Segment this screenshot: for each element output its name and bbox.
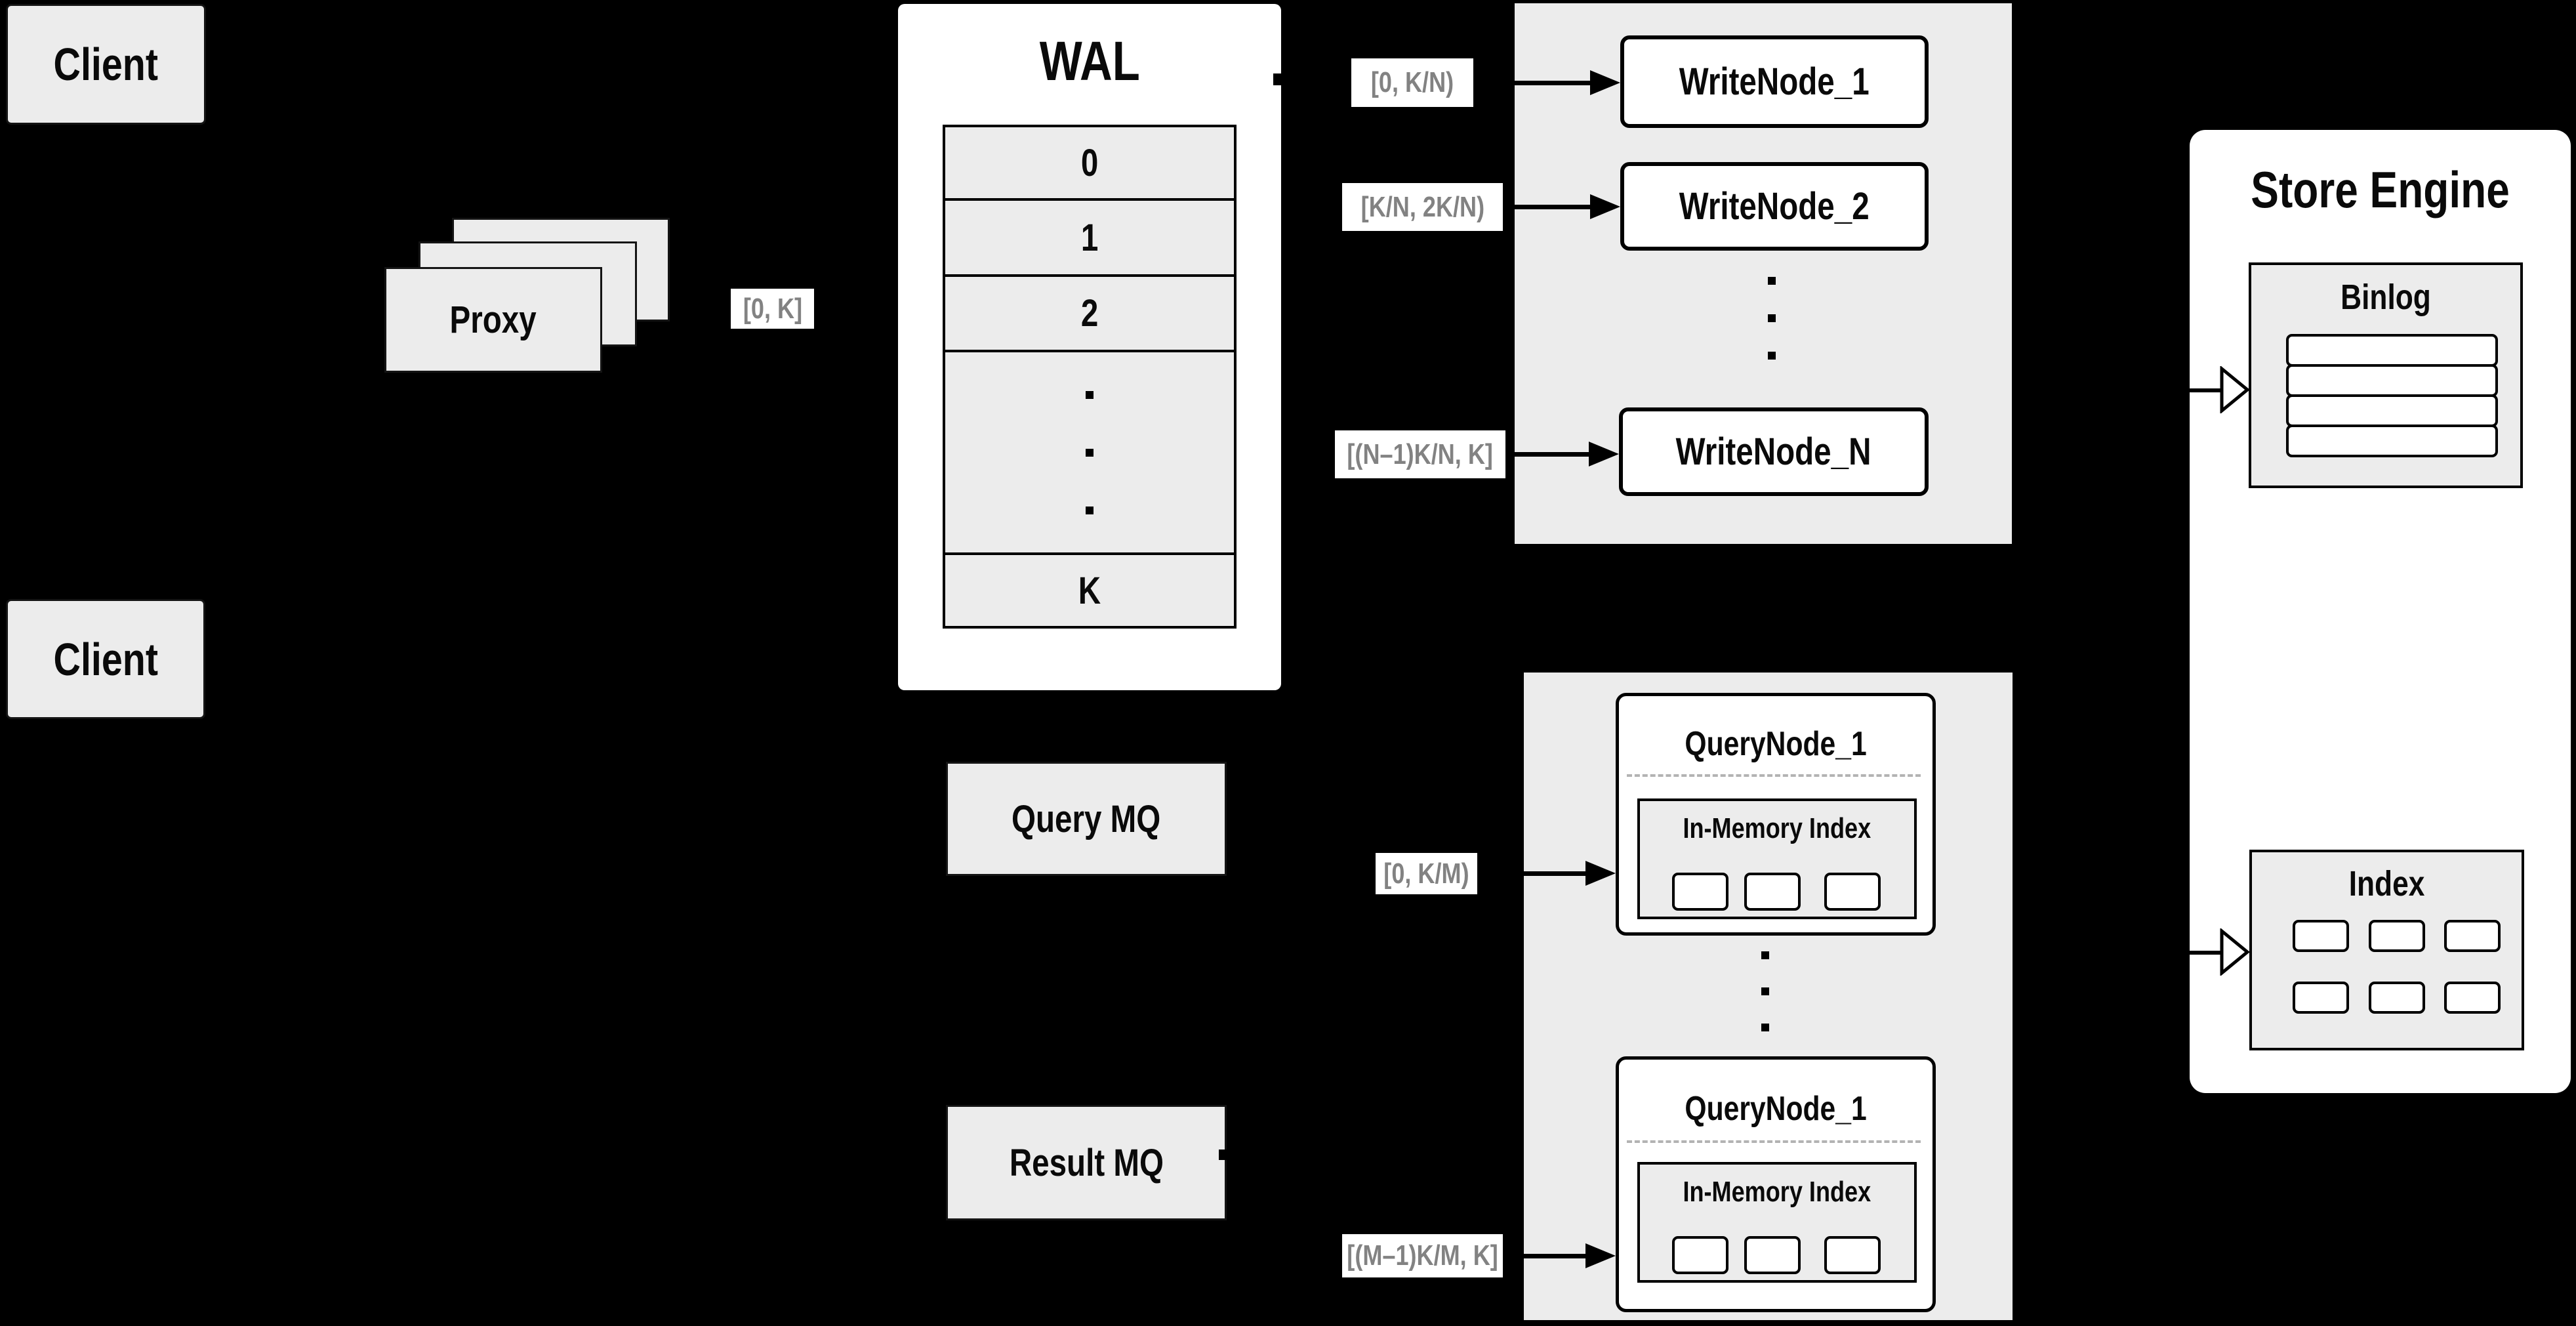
index-box: Index [2249, 850, 2524, 1050]
ellipsis-dot [1086, 449, 1094, 457]
ellipsis-dot [1761, 951, 1769, 959]
index-segment-box [1744, 873, 1801, 911]
ellipsis-dot [1768, 277, 1776, 285]
index-file-box [2444, 920, 2501, 952]
binlog-row [2286, 394, 2498, 427]
query-mq-box: Query MQ [946, 762, 1227, 876]
ellipsis-dot [1768, 314, 1776, 322]
arrow-right-icon [1505, 442, 1619, 466]
wal-title: WAL [1039, 30, 1140, 92]
binlog-rows [2286, 334, 2498, 457]
index-segment-box [1672, 873, 1728, 911]
binlog-row [2286, 334, 2498, 367]
query-node-2-box: QueryNode_1 In-Memory Index [1616, 1056, 1936, 1312]
binlog-row [2286, 425, 2498, 457]
write-node-n-box: WriteNode_N [1619, 407, 1929, 496]
query-range-label-1: [0, K/M) [1376, 853, 1477, 894]
wal-arrow-stub [1273, 73, 1281, 85]
index-segment-box [1824, 873, 1881, 911]
proxy-range-label: [0, K] [731, 289, 814, 329]
index-segment-box [1824, 1236, 1881, 1274]
ellipsis-dot [1768, 352, 1776, 360]
dashed-separator [1627, 774, 1921, 777]
wal-row-0: 0 [943, 125, 1237, 201]
result-mq-box: Result MQ [946, 1105, 1227, 1220]
write-range-label-n: [(N–1)K/N, K] [1335, 430, 1505, 478]
proxy-box: Proxy [384, 267, 602, 373]
ellipsis-dot [1761, 1024, 1769, 1031]
index-segment-box [1744, 1236, 1801, 1274]
in-memory-index-box: In-Memory Index [1637, 1162, 1917, 1283]
client-box-top: Client [6, 4, 206, 125]
index-file-box [2369, 920, 2425, 952]
open-arrowhead-icon [2220, 366, 2250, 413]
index-file-box [2369, 982, 2425, 1014]
index-arrow-shaft [2190, 951, 2222, 955]
wal-row-2: 2 [943, 274, 1237, 352]
index-file-box [2444, 982, 2501, 1014]
arrow-right-icon [1473, 70, 1620, 95]
ellipsis-dot [1086, 507, 1094, 514]
index-file-box [2293, 982, 2349, 1014]
write-range-label-1: [0, K/N) [1351, 58, 1473, 107]
write-node-2-box: WriteNode_2 [1620, 162, 1929, 251]
store-engine-title-row: Store Engine [2251, 160, 2510, 218]
write-range-label-2: [K/N, 2K/N) [1342, 183, 1503, 231]
wal-row-1: 1 [943, 198, 1237, 277]
query-node-title-row: QueryNode_1 [1685, 725, 1867, 763]
result-mq-arrow-stub [1219, 1150, 1227, 1160]
arrow-right-icon [1503, 194, 1620, 219]
dashed-separator [1627, 1140, 1921, 1143]
wal-title-row: WAL [898, 24, 1281, 99]
wal-row-k: K [943, 552, 1237, 629]
client-label: Client [53, 39, 159, 90]
binlog-row [2286, 364, 2498, 397]
query-range-label-m: [(M–1)K/M, K] [1342, 1234, 1503, 1277]
client-label: Client [53, 633, 158, 685]
query-node-title-row: QueryNode_1 [1685, 1090, 1867, 1128]
write-node-1-box: WriteNode_1 [1620, 35, 1929, 128]
binlog-arrow-shaft [2190, 388, 2222, 392]
arrow-right-icon [1503, 1243, 1616, 1268]
in-memory-index-box: In-Memory Index [1637, 798, 1917, 919]
index-file-box [2293, 920, 2349, 952]
open-arrowhead-icon [2220, 928, 2250, 976]
ellipsis-dot [1086, 391, 1094, 399]
wal-panel: WAL 0 1 2 K [898, 4, 1281, 690]
ellipsis-dot [1761, 987, 1769, 995]
proxy-label: Proxy [449, 299, 537, 341]
binlog-box: Binlog [2249, 262, 2523, 488]
client-box-bottom: Client [6, 599, 205, 719]
arrow-right-icon [1477, 861, 1616, 886]
query-node-1-box: QueryNode_1 In-Memory Index [1616, 693, 1936, 936]
store-engine-panel: Store Engine Binlog Index [2190, 130, 2571, 1093]
index-segment-box [1672, 1236, 1728, 1274]
